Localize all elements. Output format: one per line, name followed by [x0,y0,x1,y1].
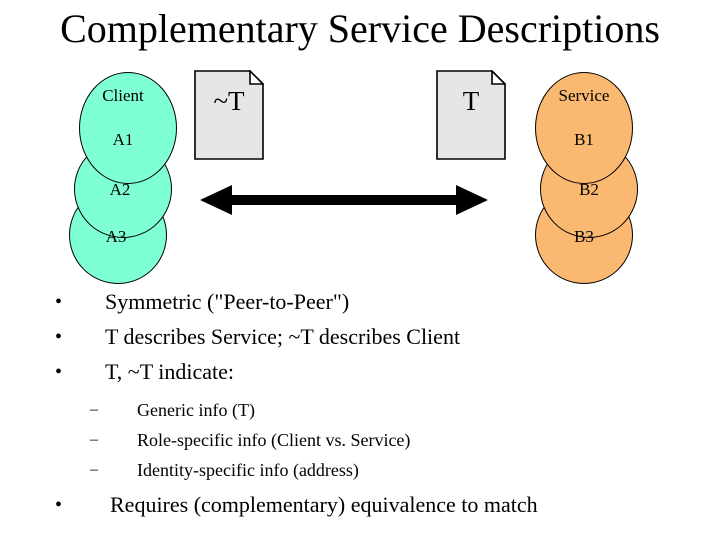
document-t: T [436,70,506,160]
document-not-t-label: ~T [213,86,245,116]
list-item: • T describes Service; ~T describes Clie… [55,322,705,352]
client-label-title: Client [102,86,144,105]
sub-bullet-marker: – [90,401,98,418]
bullet-marker: • [55,361,63,383]
list-item: • Symmetric ("Peer-to-Peer") [55,287,705,317]
service-label-b2: B2 [579,180,599,199]
arrow-shape [200,185,488,215]
sub-bullet-text: Role-specific info (Client vs. Service) [137,430,411,450]
document-page-shape [436,70,506,160]
document-t-label: T [462,86,480,116]
client-disc-a1 [79,72,177,184]
sub-list-item: – Generic info (T) [90,397,690,423]
sub-bullet-marker: – [90,461,98,478]
sub-list-item: – Role-specific info (Client vs. Service… [90,427,690,453]
sub-bullet-text: Identity-specific info (address) [137,460,359,480]
bullet-text: Requires (complementary) equivalence to … [110,492,538,517]
service-label-title: Service [558,86,610,105]
client-label-a2: A2 [109,180,131,199]
bullet-text: T, ~T indicate: [105,359,234,384]
list-item: • Requires (complementary) equivalence t… [55,490,705,520]
sub-bullet-text: Generic info (T) [137,400,255,420]
sub-bullet-marker: – [90,431,98,448]
client-label-a3: A3 [105,227,127,246]
service-label-b1: B1 [574,130,594,149]
bullet-marker: • [55,494,63,516]
service-label-b3: B3 [574,227,594,246]
sub-list-item: – Identity-specific info (address) [90,457,690,483]
bullet-text: T describes Service; ~T describes Client [105,324,461,349]
document-not-t: ~T [194,70,264,160]
bullet-text: Symmetric ("Peer-to-Peer") [105,289,350,314]
list-item: • T, ~T indicate: [55,357,705,387]
page-title: Complementary Service Descriptions [60,6,660,51]
bullet-marker: • [55,291,63,313]
document-page-shape [194,70,264,160]
double-headed-arrow [198,183,490,222]
service-disc-b1 [535,72,633,184]
client-label-a1: A1 [112,130,134,149]
bullet-marker: • [55,326,63,348]
